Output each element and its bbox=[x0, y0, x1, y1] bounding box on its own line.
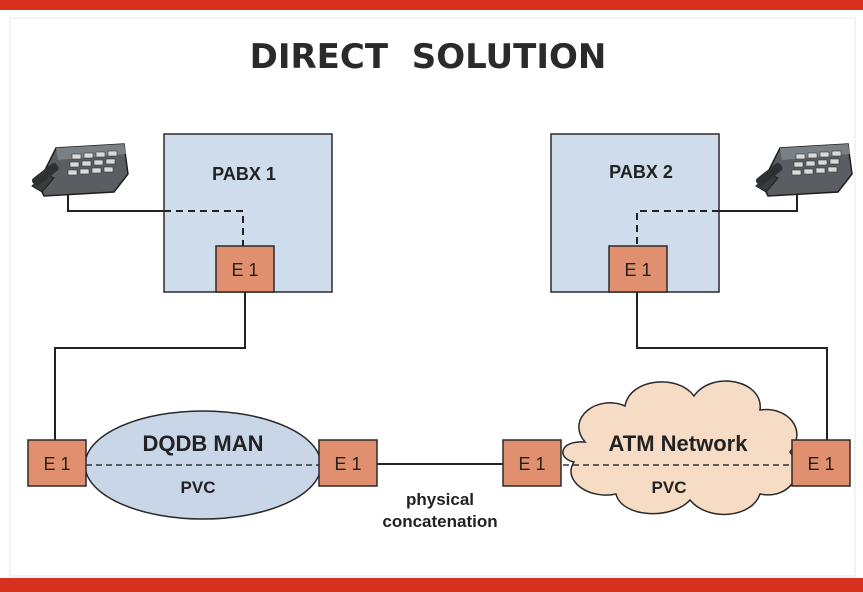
atm-label: ATM Network bbox=[609, 431, 749, 456]
physical-label: physical bbox=[406, 490, 474, 509]
bottom-frame-bar bbox=[0, 578, 863, 592]
telephone-icon bbox=[31, 143, 129, 197]
atm-pvc-label: PVC bbox=[652, 478, 687, 497]
atm-left-e1-label: E 1 bbox=[518, 454, 545, 474]
pabx1-e1-port: E 1 bbox=[215, 245, 275, 293]
pabx1-to-dqdb-line bbox=[54, 292, 246, 440]
telephone-icon bbox=[755, 143, 853, 197]
pabx2-internal-link bbox=[636, 210, 719, 246]
pabx2-to-atm-line bbox=[636, 292, 828, 440]
dqdb-pvc-label: PVC bbox=[181, 478, 216, 497]
concatenation-label: concatenation bbox=[382, 512, 497, 531]
atm-right-e1-label: E 1 bbox=[807, 454, 834, 474]
pabx1-e1-label: E 1 bbox=[231, 260, 258, 280]
pabx1-label: PABX 1 bbox=[212, 164, 276, 184]
dqdb-right-e1-port: E 1 bbox=[318, 439, 378, 487]
phone2-wire bbox=[719, 190, 798, 212]
dqdb-right-e1-label: E 1 bbox=[334, 454, 361, 474]
atm-right-e1-port: E 1 bbox=[791, 439, 851, 487]
top-frame-bar bbox=[0, 0, 863, 10]
pabx1-internal-link bbox=[164, 210, 244, 246]
dqdb-left-e1-label: E 1 bbox=[43, 454, 70, 474]
dqdb-label: DQDB MAN bbox=[143, 431, 264, 456]
atm-left-e1-port: E 1 bbox=[502, 439, 562, 487]
dqdb-left-e1-port: E 1 bbox=[27, 439, 87, 487]
diagram-title: DIRECT SOLUTION bbox=[250, 37, 607, 77]
pabx2-e1-port: E 1 bbox=[608, 245, 668, 293]
page-border bbox=[9, 17, 856, 577]
pabx2-e1-label: E 1 bbox=[624, 260, 651, 280]
phone1-wire bbox=[67, 190, 164, 212]
pabx2-label: PABX 2 bbox=[609, 162, 673, 182]
